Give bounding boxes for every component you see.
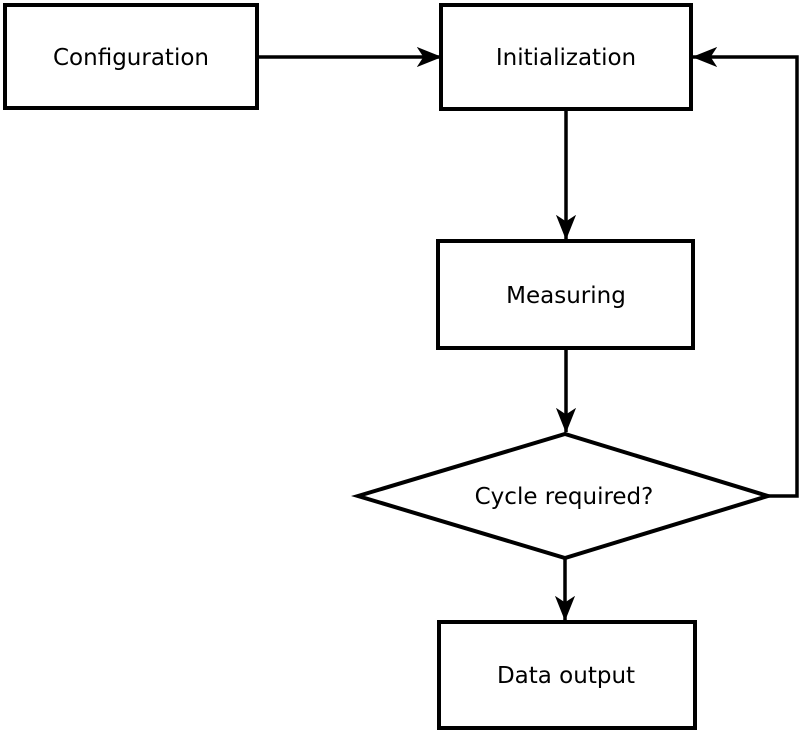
node-data-output: Data output [437,620,697,730]
initialization-box [439,3,693,111]
initialization-label: Initialization [496,45,636,71]
data-output-box [437,620,697,730]
cycle-required-label: Cycle required? [475,484,654,510]
node-initialization: Initialization [439,3,693,111]
data-output-label: Data output [497,663,635,689]
edge-cycle-required-to-initialization-loop [691,46,799,498]
node-configuration: Configuration [3,3,259,110]
node-cycle-required: Cycle required? [351,431,775,561]
measuring-label: Measuring [506,283,626,309]
measuring-box [436,239,695,350]
node-measuring: Measuring [436,239,695,350]
configuration-box [3,3,259,110]
cycle-required-diamond [351,431,775,561]
configuration-label: Configuration [53,45,209,71]
